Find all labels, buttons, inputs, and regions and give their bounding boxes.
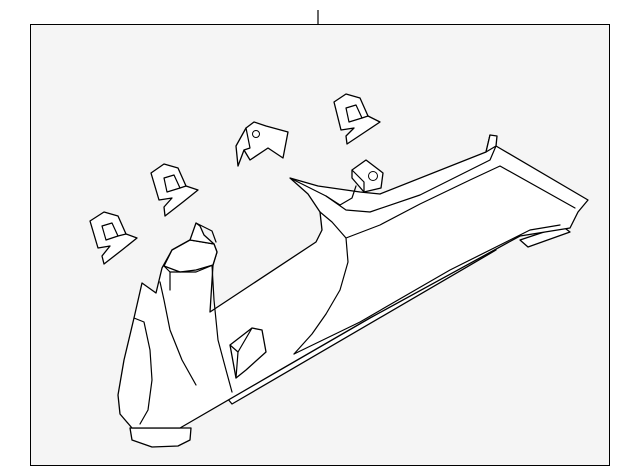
pillar-trim-panel	[117, 134, 589, 448]
retainer-clip-3	[235, 121, 289, 167]
retainer-clip-4	[333, 93, 381, 145]
retainer-clip-2	[150, 163, 199, 217]
retainer-clip-1	[89, 211, 138, 265]
